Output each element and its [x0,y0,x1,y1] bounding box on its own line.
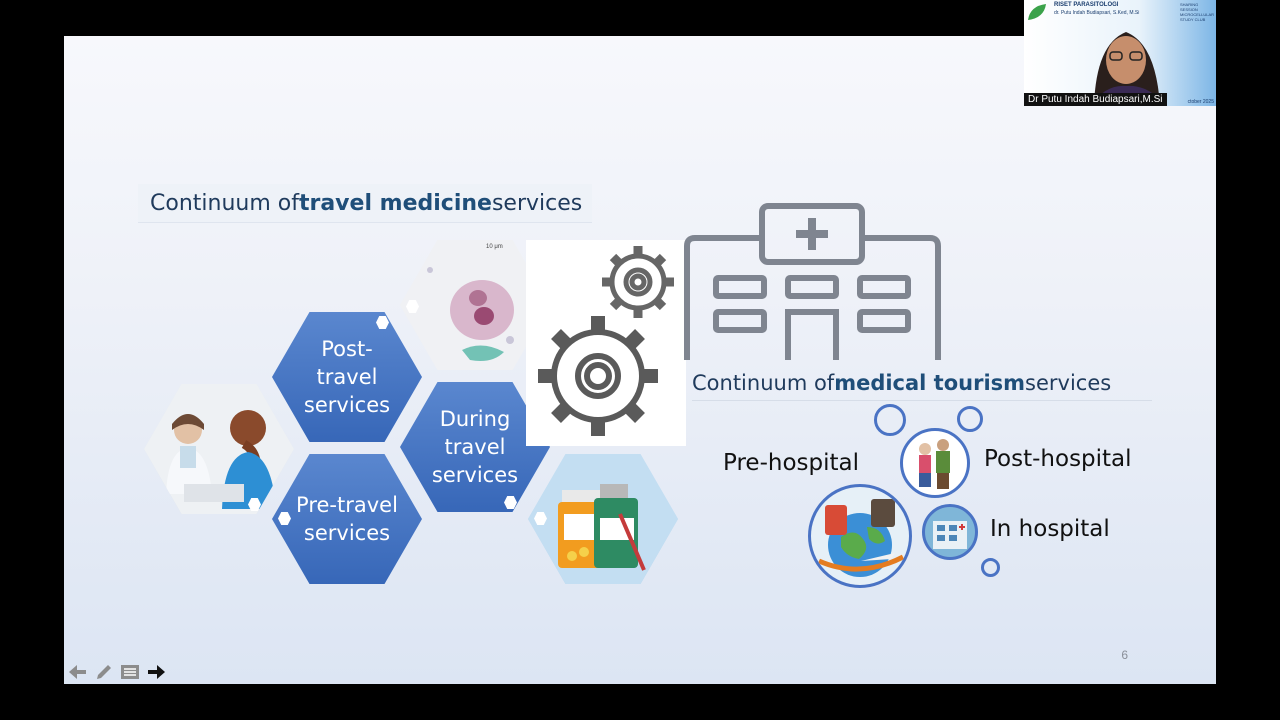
hex-connector-dot [406,300,419,313]
hex-connector-dot [534,512,547,525]
back-arrow-icon[interactable] [68,662,88,682]
decor-circle [874,404,906,436]
hex-connector-dot [376,316,389,329]
leaf-logo-icon [1026,2,1048,24]
medicine-bottles-photo [528,454,678,584]
post-travel-label: Post- travel services [303,337,391,417]
mt-title-prefix: Continuum of [692,371,835,395]
post-travel-hex: Post- travel services [272,312,422,442]
scale-bar-label: 10 μm [486,244,503,250]
mt-title-suffix: services [1025,371,1112,395]
webcam-banner-title: RISET PARASITOLOGI [1054,2,1119,8]
gear-icon [538,246,674,436]
pre-travel-hex: Pre-travel services [272,454,422,584]
during-travel-label: During travel services [431,407,519,487]
pre-hospital-label: Pre-hospital [723,450,859,476]
decor-circle [981,558,1000,577]
slides-menu-icon[interactable] [120,662,140,682]
in-hospital-label: In hospital [990,516,1110,542]
title-suffix: services [491,190,583,216]
webcam-date-fragment: ctober 2025 [1187,99,1214,105]
webcam-banner-side: SHARING SESSION MICROCELLULAR STUDY CLUB [1180,2,1215,22]
webcam-banner-subtitle: dr. Putu Indah Budiapsari, S.Ked, M.Si [1054,10,1140,16]
title-bold: travel medicine [298,190,492,216]
forward-arrow-icon[interactable] [146,662,166,682]
pen-icon[interactable] [94,662,114,682]
hospital-building-photo [922,504,978,560]
travelers-photo [900,428,970,498]
gears-graphic [526,240,686,446]
pre-travel-label: Pre-travel services [296,493,398,545]
post-hospital-label: Post-hospital [984,446,1132,472]
decor-circle [957,406,983,432]
medical-tourism-title: Continuum of medical tourism services [692,366,1152,401]
travel-medicine-title: Continuum of travel medicine services [138,184,592,223]
mt-title-bold: medical tourism [834,371,1026,395]
webcam-overlay: RISET PARASITOLOGI dr. Putu Indah Budiap… [1024,0,1216,106]
hex-connector-dot [278,512,291,525]
globe-luggage-photo [808,484,912,588]
doctor-patient-photo [144,384,294,514]
participant-name: Dr Putu Indah Budiapsari,M.Si [1024,93,1167,106]
hex-connector-dot [248,498,261,511]
hex-connector-dot [504,496,517,509]
slide-page-number: 6 [1121,648,1128,662]
title-prefix: Continuum of [150,190,299,216]
presentation-slide: Continuum of travel medicine services Po… [64,36,1216,684]
slideshow-nav [68,662,166,682]
hospital-icon [684,202,944,362]
